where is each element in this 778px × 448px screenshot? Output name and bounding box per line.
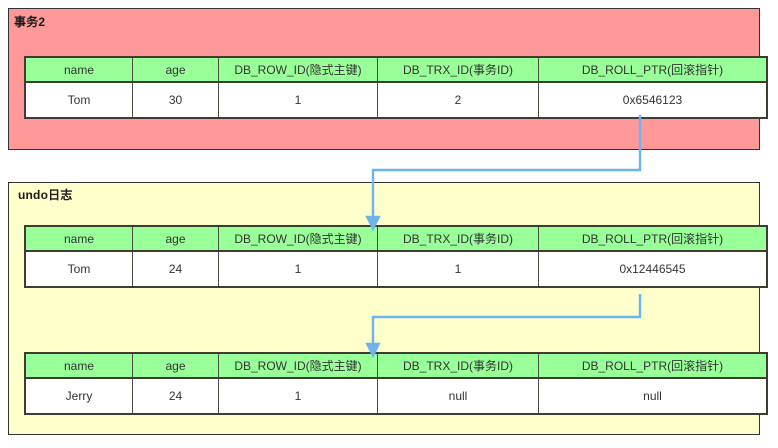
record-table-undo-entry-1: name age DB_ROW_ID(隐式主键) DB_TRX_ID(事务ID)… <box>24 225 768 288</box>
cell-name: Tom <box>24 250 133 288</box>
column-header-name: name <box>24 225 133 252</box>
column-header-age: age <box>132 225 219 252</box>
column-header-age: age <box>132 56 219 83</box>
cell-name: Jerry <box>24 377 133 415</box>
undo-log-panel-title: undo日志 <box>18 188 73 202</box>
column-header-db-trx-id: DB_TRX_ID(事务ID) <box>377 56 539 83</box>
column-header-db-trx-id: DB_TRX_ID(事务ID) <box>377 352 539 379</box>
cell-age: 30 <box>132 81 219 119</box>
table-header-row: name age DB_ROW_ID(隐式主键) DB_TRX_ID(事务ID)… <box>24 56 768 83</box>
record-table-undo-entry-2: name age DB_ROW_ID(隐式主键) DB_TRX_ID(事务ID)… <box>24 352 768 415</box>
cell-db-roll-ptr: null <box>538 377 768 415</box>
table-header-row: name age DB_ROW_ID(隐式主键) DB_TRX_ID(事务ID)… <box>24 352 768 379</box>
column-header-db-row-id: DB_ROW_ID(隐式主键) <box>218 56 378 83</box>
cell-db-row-id: 1 <box>218 81 378 119</box>
table-row: Tom 24 1 1 0x12446545 <box>24 250 768 288</box>
column-header-db-roll-ptr: DB_ROLL_PTR(回滚指针) <box>538 225 768 252</box>
column-header-name: name <box>24 352 133 379</box>
record-table-current-row: name age DB_ROW_ID(隐式主键) DB_TRX_ID(事务ID)… <box>24 56 768 119</box>
column-header-db-roll-ptr: DB_ROLL_PTR(回滚指针) <box>538 352 768 379</box>
column-header-db-roll-ptr: DB_ROLL_PTR(回滚指针) <box>538 56 768 83</box>
table-row: Jerry 24 1 null null <box>24 377 768 415</box>
cell-db-row-id: 1 <box>218 250 378 288</box>
cell-age: 24 <box>132 250 219 288</box>
column-header-name: name <box>24 56 133 83</box>
transaction-panel-title: 事务2 <box>14 15 46 29</box>
table-row: Tom 30 1 2 0x6546123 <box>24 81 768 119</box>
cell-db-roll-ptr: 0x6546123 <box>538 81 768 119</box>
column-header-db-row-id: DB_ROW_ID(隐式主键) <box>218 225 378 252</box>
table-header-row: name age DB_ROW_ID(隐式主键) DB_TRX_ID(事务ID)… <box>24 225 768 252</box>
column-header-db-trx-id: DB_TRX_ID(事务ID) <box>377 225 539 252</box>
cell-db-trx-id: 2 <box>377 81 539 119</box>
cell-db-roll-ptr: 0x12446545 <box>538 250 768 288</box>
cell-db-trx-id: null <box>377 377 539 415</box>
column-header-age: age <box>132 352 219 379</box>
cell-db-row-id: 1 <box>218 377 378 415</box>
column-header-db-row-id: DB_ROW_ID(隐式主键) <box>218 352 378 379</box>
cell-name: Tom <box>24 81 133 119</box>
cell-db-trx-id: 1 <box>377 250 539 288</box>
cell-age: 24 <box>132 377 219 415</box>
